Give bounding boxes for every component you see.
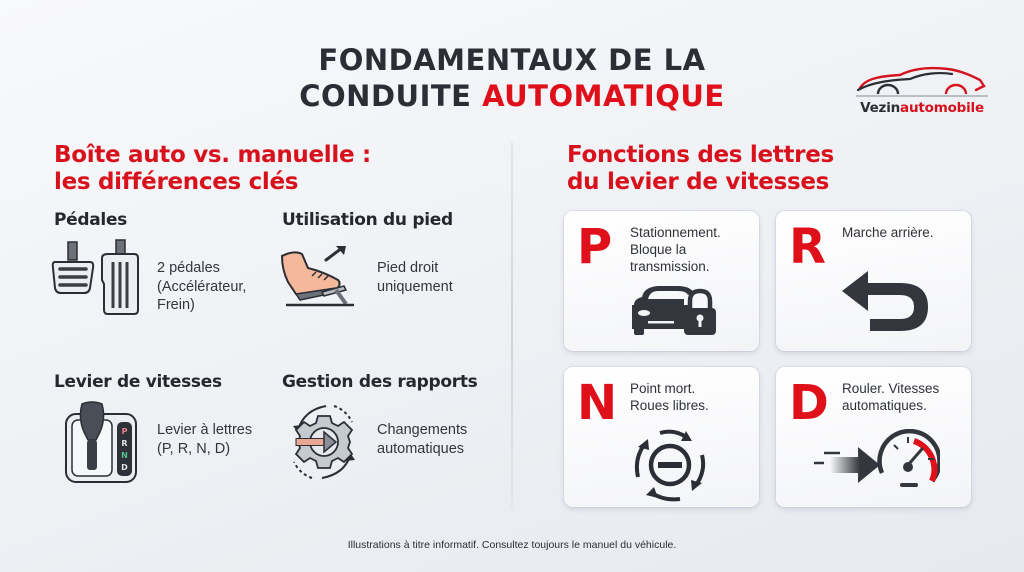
feature-shifter-desc: Levier à lettres (P, R, N, D) [157, 422, 253, 457]
car-silhouette-icon [856, 66, 988, 97]
car-lock-icon [630, 281, 716, 342]
feature-pedals-desc: 2 pédales (Accélérateur, Frein) [157, 260, 247, 313]
feature-gear-management-title: Gestion des rapports [282, 372, 478, 392]
logo-text: Vezinautomobile [852, 100, 992, 116]
feature-foot-title: Utilisation du pied [282, 210, 453, 230]
feature-gear-management-desc: Changements automatiques [377, 422, 468, 457]
title-plain: CONDUITE [299, 79, 483, 113]
section-divider [511, 142, 513, 508]
left-section-title: Boîte auto vs. manuelle : les différence… [54, 142, 371, 196]
card-letter: R [789, 219, 826, 275]
card-letter: N [577, 375, 618, 431]
right-title-line-2: du levier de vitesses [567, 169, 830, 195]
right-title-line-1: Fonctions des lettres [567, 142, 834, 168]
card-letter: P [577, 219, 613, 275]
card-letter: D [789, 375, 829, 431]
feature-pedals-title: Pédales [54, 210, 128, 230]
card-neutral: N Point mort. Roues libres. [564, 367, 759, 507]
reverse-arrow-icon [842, 267, 930, 342]
card-desc: Marche arrière. [842, 225, 934, 240]
brand-logo[interactable]: Vezinautomobile [852, 64, 992, 116]
neutral-free-wheel-icon [630, 425, 710, 508]
pedals-icon [50, 238, 142, 321]
foot-on-pedal-icon [278, 242, 366, 313]
svg-text:R: R [121, 439, 127, 448]
svg-text:D: D [121, 463, 128, 472]
svg-text:N: N [121, 451, 128, 460]
title-line-2: CONDUITE AUTOMATIQUE [0, 78, 1024, 114]
left-title-line-2: les différences clés [54, 169, 299, 195]
card-drive: D Rouler. Vitesses automatiques. [776, 367, 971, 507]
title-line-1: FONDAMENTAUX DE LA [318, 43, 706, 77]
card-desc: Point mort. Roues libres. [630, 381, 709, 413]
disclaimer-footer: Illustrations à titre informatif. Consul… [347, 539, 677, 551]
feature-shifter-title: Levier de vitesses [54, 372, 222, 392]
feature-foot-desc: Pied droit uniquement [377, 260, 453, 295]
card-reverse: R Marche arrière. [776, 211, 971, 351]
logo-text-part1: Vezin [860, 100, 901, 116]
logo-text-part2: automobile [900, 100, 984, 116]
card-park: P Stationnement. Bloque la transmission. [564, 211, 759, 351]
right-section-title: Fonctions des lettres du levier de vites… [567, 142, 834, 196]
card-desc: Stationnement. Bloque la transmission. [630, 225, 721, 274]
title-accent: AUTOMATIQUE [482, 79, 725, 113]
svg-text:P: P [122, 427, 128, 436]
auto-gear-cycle-icon [282, 400, 366, 487]
gear-shifter-icon: P R N D [64, 400, 140, 489]
left-title-line-1: Boîte auto vs. manuelle : [54, 142, 371, 168]
page-title: FONDAMENTAUX DE LA CONDUITE AUTOMATIQUE [0, 42, 1024, 114]
speedometer-drive-icon [810, 428, 942, 498]
card-desc: Rouler. Vitesses automatiques. [842, 381, 940, 413]
